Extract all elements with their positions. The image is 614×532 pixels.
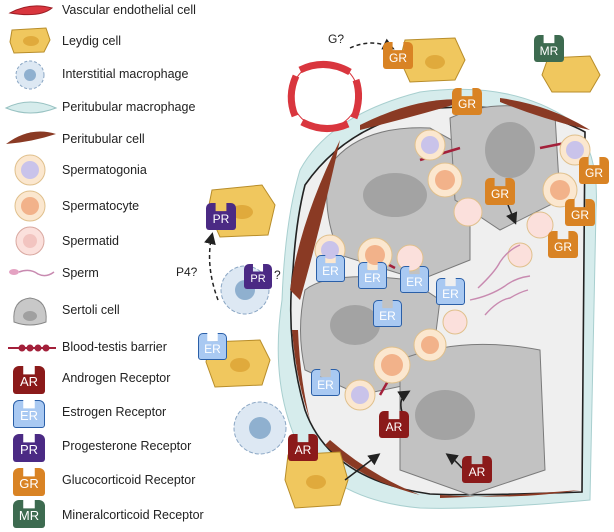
gr-text: GR (389, 51, 407, 65)
p4-annotation: P4? (176, 265, 198, 279)
g-arrow (349, 38, 395, 50)
pr-text: PR (212, 212, 230, 226)
spermatocyte-icon (14, 190, 46, 222)
gr-text: GR (491, 187, 509, 201)
sperm (477, 244, 521, 289)
ar-badge-sertoli: AR (379, 411, 409, 438)
peritubular-cell (500, 98, 590, 130)
legend-label-progesterone-receptor: Progesterone Receptor (62, 439, 192, 453)
blood-testis-barrier-icon (8, 344, 56, 352)
er-text: ER (322, 264, 339, 278)
legend-label-interstitial-macrophage: Interstitial macrophage (62, 67, 189, 81)
sperm-group (469, 244, 531, 316)
legend-label-spermatogonia: Spermatogonia (62, 163, 147, 177)
peritubular-cell (292, 330, 310, 420)
legend-label-leydig-cell: Leydig cell (62, 34, 122, 48)
interstitial-macrophage-icon (15, 60, 45, 90)
peritubular-cell (440, 490, 580, 498)
ar-label: AR (19, 374, 39, 389)
er-text: ER (406, 275, 423, 289)
er-text: ER (364, 271, 381, 285)
sertoli-nucleus-top (363, 173, 427, 217)
mr-label: MR (18, 508, 40, 523)
pr-question-annotation: ? (274, 268, 281, 282)
legend-label-spermatid: Spermatid (62, 234, 119, 248)
vascular-endothelial-cell-icon (8, 5, 54, 16)
leydig-cell-icon (9, 27, 51, 54)
er-text: ER (379, 309, 396, 323)
legend-label-androgen-receptor: Androgen Receptor (62, 371, 171, 385)
peritubular-cell (290, 140, 340, 300)
er-text: ER (317, 378, 334, 392)
ar-leydig-arrow (344, 453, 381, 481)
spermatogonia-icon (14, 154, 46, 186)
er-text: ER (442, 287, 459, 301)
pr-text: PR (250, 273, 266, 285)
mr-badge: MR (534, 35, 564, 62)
germ-cells (314, 129, 591, 411)
gr-text: GR (571, 208, 589, 222)
gr-text: GR (585, 166, 603, 180)
legend-label-estrogen-receptor: Estrogen Receptor (62, 405, 167, 419)
legend-label-sperm: Sperm (62, 266, 99, 280)
legend-label-glucocorticoid-receptor: Glucocorticoid Receptor (62, 473, 196, 487)
sertoli-nucleus-upper-right (485, 122, 535, 178)
ar-text: AR (468, 465, 486, 479)
legend-label-mineralcorticoid-receptor: Mineralcorticoid Receptor (62, 508, 204, 522)
ar-sertoli-arrow-1 (397, 390, 411, 413)
spermatid-cell (453, 197, 483, 227)
spermatid-icon (15, 226, 45, 256)
gr-text: GR (554, 240, 572, 254)
spermatid-cell (396, 244, 424, 272)
legend-label-spermatocyte: Spermatocyte (62, 199, 140, 213)
legend-label-sertoli-cell: Sertoli cell (62, 303, 120, 317)
progesterone-receptor-icon: PR (13, 434, 45, 462)
blood-vessel (287, 61, 363, 132)
spermatid-cell (526, 211, 554, 239)
pr-label: PR (19, 442, 39, 457)
gr-text: GR (458, 97, 476, 111)
leydig-cell-top-right (541, 55, 601, 93)
legend-label-peritubular-macrophage: Peritubular macrophage (62, 100, 196, 114)
er-label: ER (19, 408, 39, 423)
p4-arrow (204, 232, 219, 301)
mr-text: MR (539, 44, 559, 58)
ar-sertoli-arrow-2 (445, 453, 463, 469)
sertoli-cell-icon (13, 297, 47, 326)
legend-label-blood-testis-barrier: Blood-testis barrier (62, 340, 167, 354)
sertoli-cells (300, 105, 561, 496)
ar-text: AR (385, 420, 403, 434)
peritubular-cell-icon (6, 131, 56, 144)
peritubular-cells (290, 98, 590, 498)
sperm-icon (9, 269, 55, 277)
sertoli-nucleus-bottom (415, 390, 475, 440)
ar-text: AR (294, 443, 312, 457)
er-text: ER (204, 342, 221, 356)
peritubular-cell (360, 99, 470, 130)
sperm (469, 275, 531, 301)
peritubular-cell (325, 440, 420, 495)
g-annotation: G? (328, 32, 345, 46)
peritubular-macrophage-icon (4, 101, 58, 114)
sperm (484, 289, 529, 316)
gr-sertoli-arrow (506, 204, 518, 225)
legend-label-peritubular-cell: Peritubular cell (62, 132, 145, 146)
spermatid-cell (442, 309, 468, 335)
spermatid-cell (507, 242, 533, 268)
gr-label: GR (19, 476, 39, 491)
sertoli-nucleus-middle (330, 305, 380, 345)
legend-label-vascular-endothelial-cell: Vascular endothelial cell (62, 3, 196, 17)
